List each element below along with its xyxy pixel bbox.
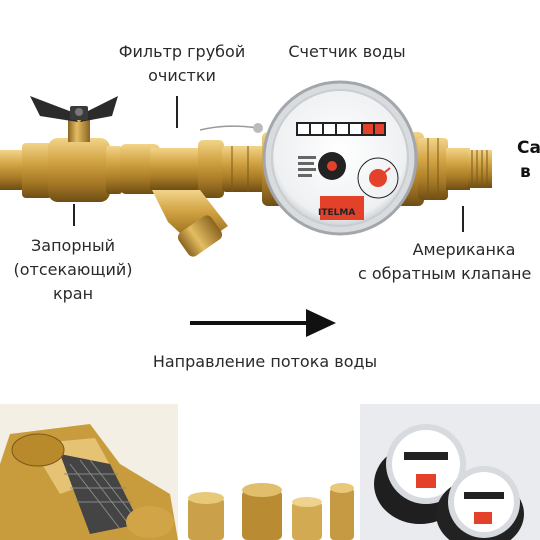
union-label-line1: Американка bbox=[412, 240, 516, 259]
butterfly-handle-icon bbox=[30, 96, 118, 122]
meter-red-band bbox=[320, 196, 364, 220]
flow-direction-label: Направление потока воды bbox=[152, 352, 378, 371]
meter-red-dial bbox=[357, 157, 399, 199]
meter-odometer bbox=[296, 122, 386, 136]
union-check-valve bbox=[418, 138, 492, 200]
strainer-filter bbox=[120, 140, 228, 257]
filter-label-line1: Фильтр грубой bbox=[118, 42, 246, 61]
ball-valve bbox=[22, 96, 122, 202]
filter-cutaway-photo bbox=[0, 404, 178, 540]
meter-inlet-nut bbox=[222, 146, 268, 192]
valve-label-tick bbox=[73, 204, 75, 226]
seal-wire bbox=[199, 125, 259, 131]
union-label-tick bbox=[462, 206, 464, 232]
filter-label-line2: очистки bbox=[148, 66, 216, 85]
meter-label: Счетчик воды bbox=[288, 42, 406, 61]
meter-brand: ITELMA bbox=[318, 208, 356, 218]
valve-label-line3: кран bbox=[52, 284, 94, 303]
meters-photo bbox=[360, 404, 540, 540]
cut-label-line2: в bbox=[520, 162, 531, 182]
valve-label-line1: Запорный bbox=[31, 236, 115, 255]
arrow-right-icon bbox=[190, 309, 336, 337]
water-meter bbox=[262, 80, 424, 236]
fittings-photo bbox=[180, 404, 358, 540]
filter-label-tick bbox=[176, 96, 178, 128]
water-meter-assembly bbox=[0, 80, 492, 337]
cut-label-line1: Са bbox=[517, 138, 540, 158]
union-label-line2: с обратным клапане bbox=[358, 264, 532, 283]
valve-label-line2: (отсекающий) bbox=[13, 260, 133, 279]
